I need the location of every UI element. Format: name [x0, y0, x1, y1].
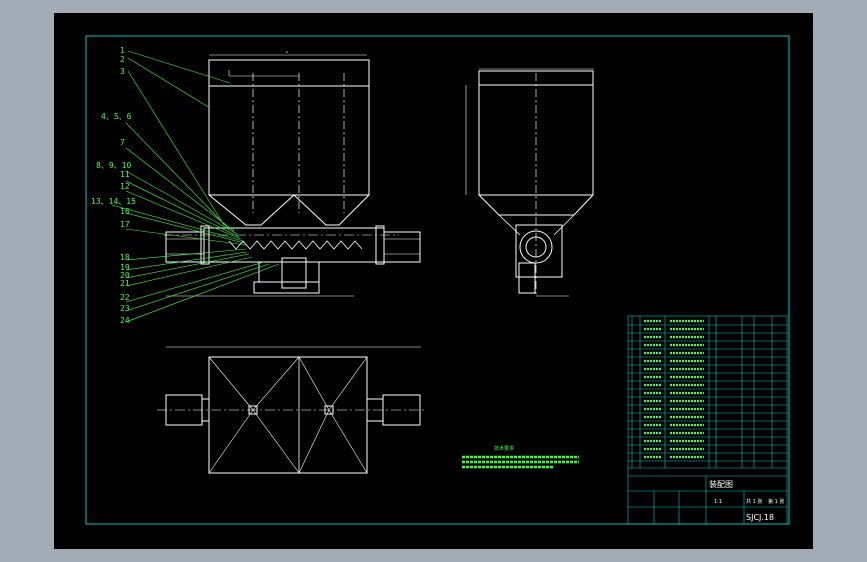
callout-numbers: 1 2 3 4、5、6 7 8、9、10 11 12 13、14、15 16 1… — [91, 46, 136, 325]
sheet-number: 第 1 张 — [768, 498, 784, 505]
assembly-drawing: ø — [85, 35, 790, 525]
drawing-frame — [85, 35, 790, 525]
side-view — [465, 68, 594, 297]
callout-label: 17 — [120, 220, 130, 229]
leader-lines — [111, 50, 280, 323]
title-block: 装配图 SJCJ.18 共 1 张 第 1 张 1:1 — [709, 479, 784, 522]
callout-label: 23 — [120, 304, 130, 313]
callout-label: 13、14、15 — [91, 197, 136, 206]
sheet-count: 共 1 张 — [746, 498, 762, 505]
callout-label: 18 — [120, 253, 130, 262]
svg-text:ø: ø — [286, 50, 288, 54]
callout-label: 21 — [120, 279, 130, 288]
callout-label: 19 — [120, 263, 130, 272]
callout-label: 16 — [120, 207, 130, 216]
front-view: ø — [164, 50, 421, 297]
callout-label: 22 — [120, 293, 130, 302]
callout-label: 11 — [120, 170, 130, 179]
callout-label: 1 — [120, 46, 125, 55]
callout-label: 7 — [120, 138, 125, 147]
callout-label: 3 — [120, 67, 125, 76]
notes-heading: 技术要求 — [494, 445, 514, 452]
drawing-title: 装配图 — [709, 479, 733, 489]
drawing-sheet: ø — [54, 13, 813, 549]
parts-list-entries — [644, 319, 704, 459]
callout-label: 24 — [120, 316, 130, 325]
drawing-number: SJCJ.18 — [746, 513, 774, 522]
top-view — [157, 346, 424, 474]
callout-label: 4、5、6 — [101, 112, 132, 121]
callout-label: 8、9、10 — [96, 161, 131, 170]
parts-list — [627, 315, 788, 525]
callout-label: 12 — [120, 182, 130, 191]
technical-notes: 技术要求 — [462, 445, 579, 469]
callout-label: 2 — [120, 55, 125, 64]
callout-label: 20 — [120, 271, 130, 280]
scale: 1:1 — [714, 499, 722, 505]
